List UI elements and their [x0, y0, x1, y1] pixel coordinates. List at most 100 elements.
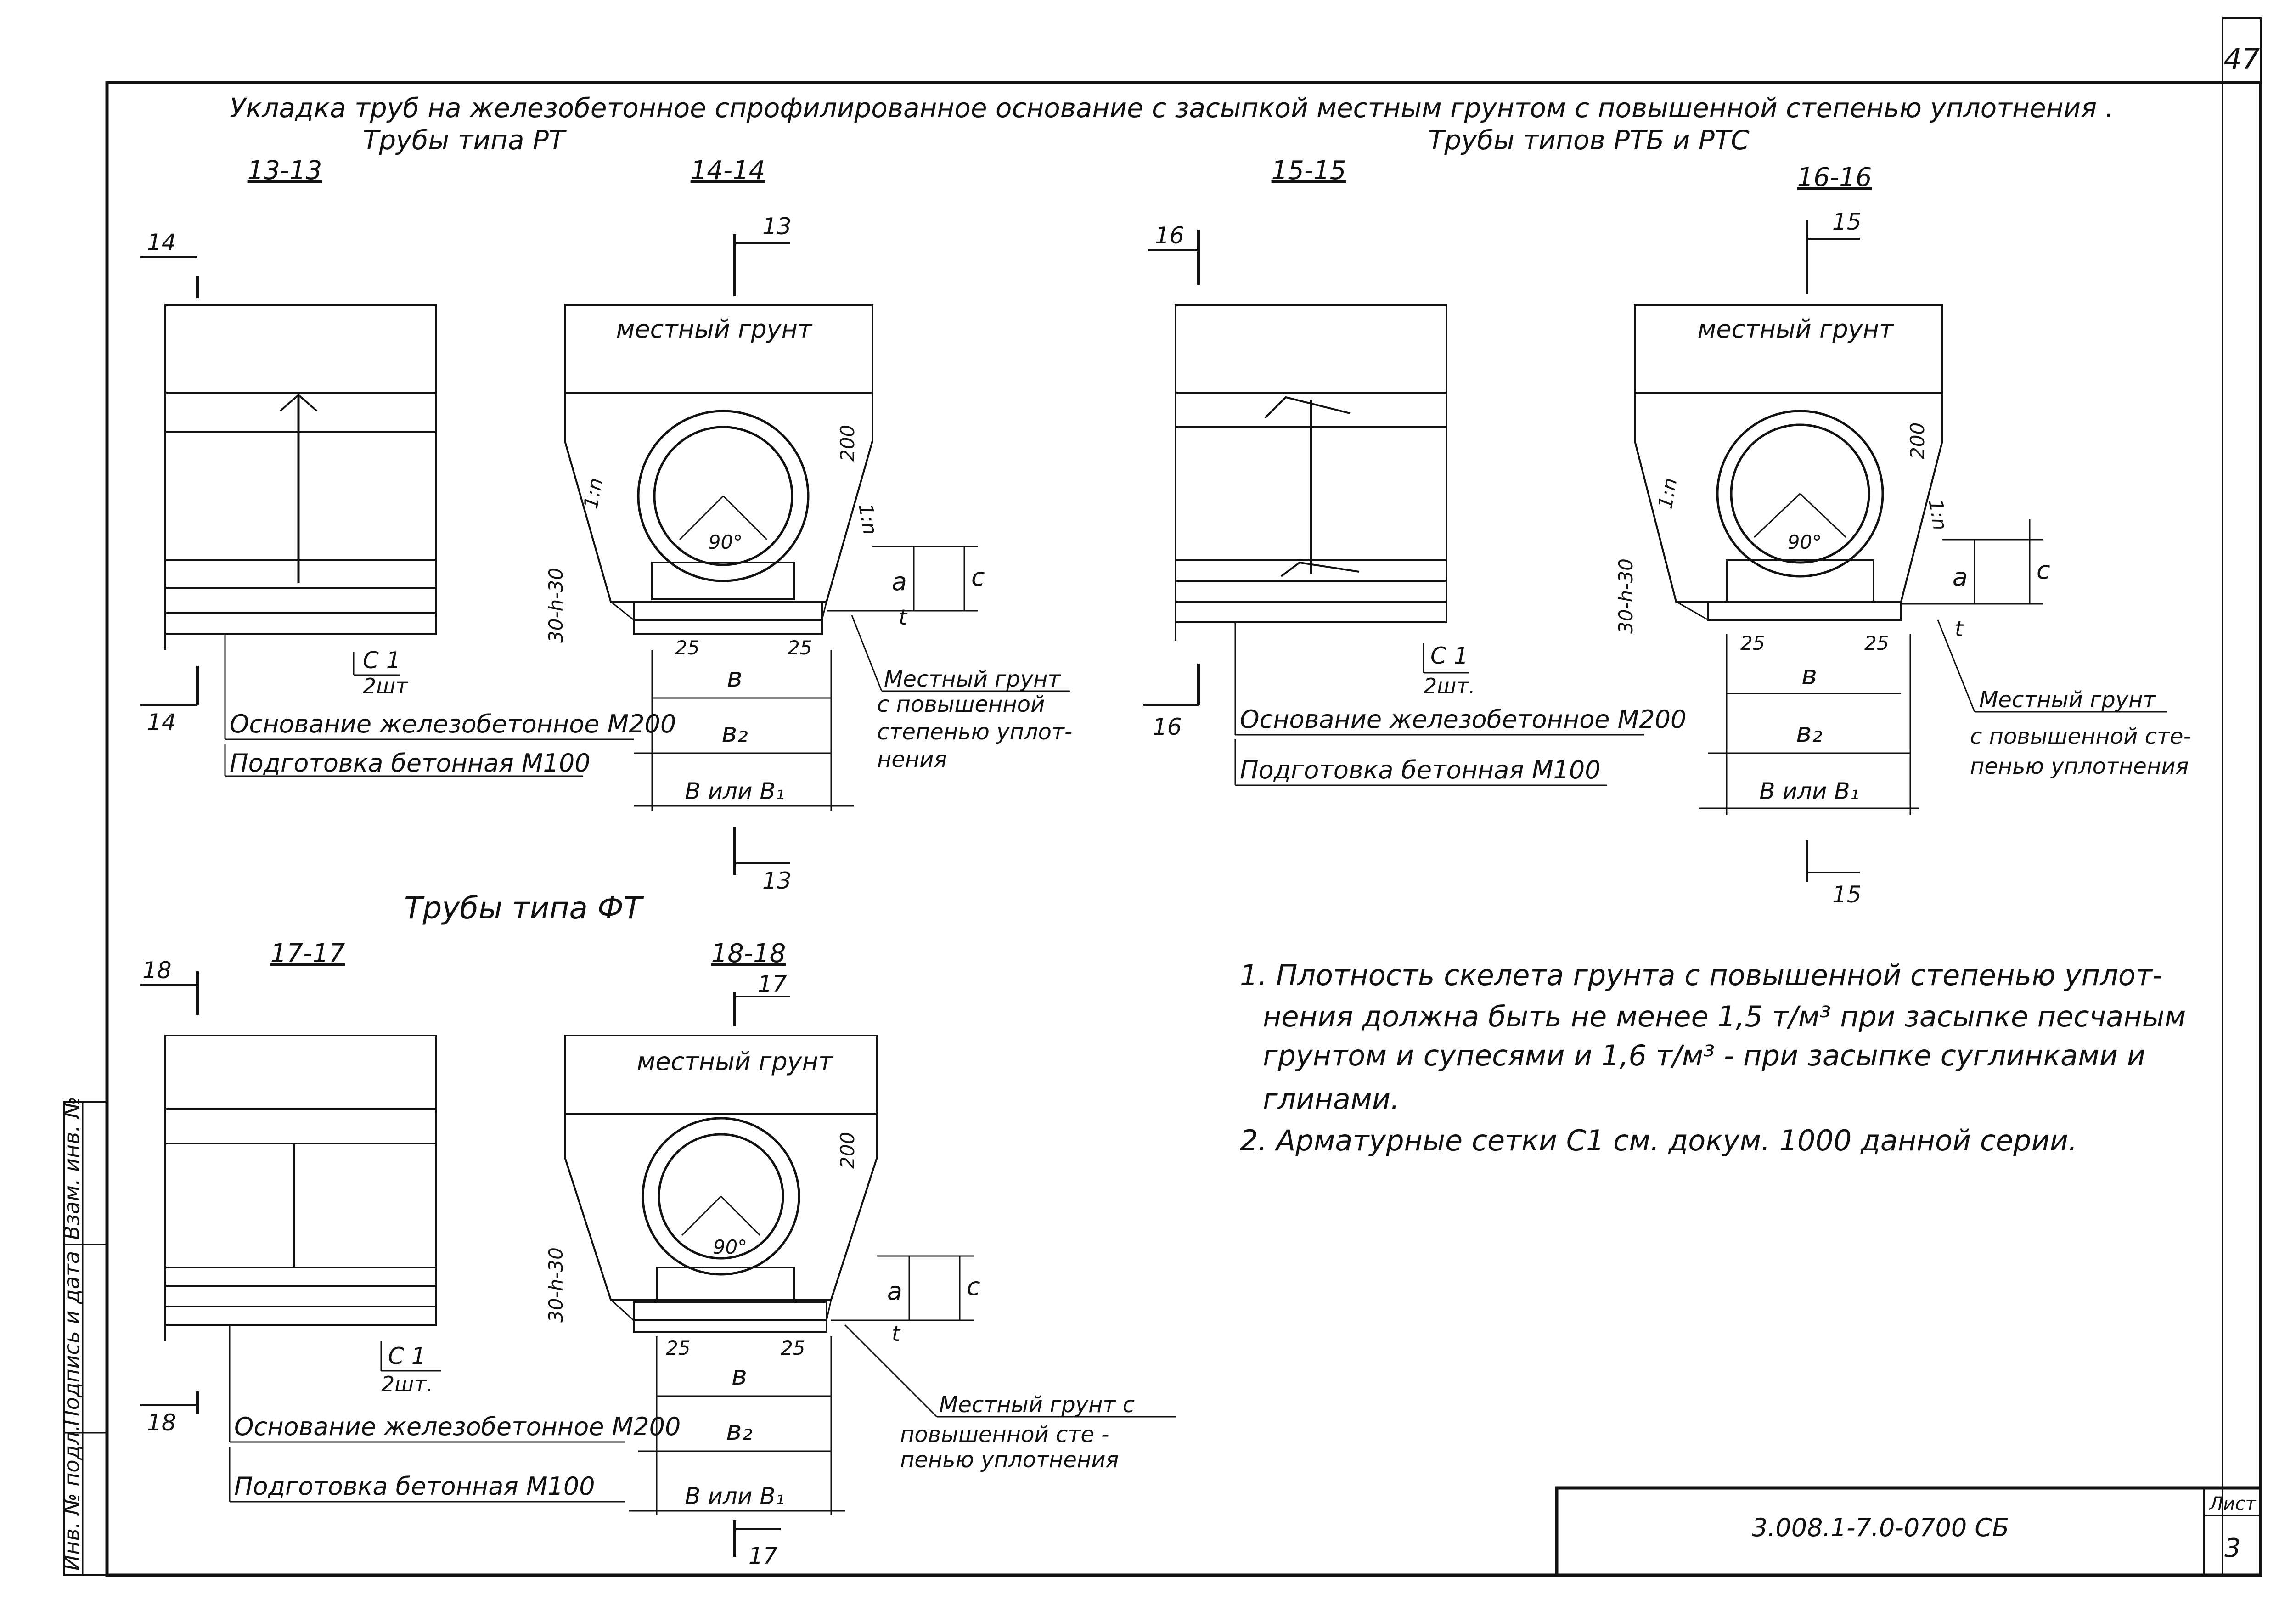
soil-callout-c-2: повышенной сте - [900, 1422, 1109, 1447]
sheet-label: Лист [2208, 1493, 2257, 1515]
cut-mark-13-top: 13 [762, 213, 792, 240]
h30-18: 30-h-30 [545, 1247, 567, 1323]
cross-section-14 [564, 304, 873, 635]
mesh-qty-13: 2шт [363, 674, 408, 698]
cut-mark-15-top: 15 [1832, 208, 1862, 235]
subtitle-rt: Трубы типа РТ [363, 124, 567, 156]
soil-callout-b-2: с повышенной сте- [1970, 724, 2191, 749]
cut-mark-17-top: 17 [758, 971, 787, 997]
base-label-17: Основание железобетонное М200 [234, 1412, 681, 1441]
soil-callout-b-1: Местный грунт [1979, 687, 2157, 713]
dim-b-16: в [1801, 659, 1817, 691]
mesh-label-15: С 1 [1430, 642, 1469, 669]
dim-t-14: t [899, 605, 908, 630]
dim-25-18-right: 25 [781, 1337, 805, 1359]
cut-mark-16-top: 16 [1155, 222, 1184, 249]
slope-16-left: 1:n [1654, 476, 1682, 511]
dim-25-14-left: 25 [675, 636, 699, 659]
side-stamp [63, 1101, 108, 1576]
note-1-line-1: 1. Плотность скелета грунта с повышенной… [1240, 958, 2162, 992]
slope-14-left: 1:n [580, 476, 607, 511]
prep-label-15: Подготовка бетонная М100 [1240, 755, 1601, 784]
soil-callout-a-4: нения [877, 747, 947, 772]
dim-200-14: 200 [836, 425, 859, 462]
stamp-sign: Подпись и дата [59, 1251, 84, 1426]
dim-200-16: 200 [1906, 422, 1929, 459]
title-block [1555, 1486, 2262, 1577]
subtitle-ft: Трубы типа ФТ [404, 890, 644, 926]
angle-18: 90° [713, 1236, 747, 1258]
h30-16: 30-h-30 [1615, 558, 1637, 634]
dim-a-16: a [1953, 563, 1968, 591]
subtitle-rtb-rtc: Трубы типов РТБ и РТС [1428, 124, 1750, 156]
prep-label-17: Подготовка бетонная М100 [234, 1472, 595, 1501]
section-17-title: 17-17 [270, 939, 345, 969]
note-2: 2. Арматурные сетки С1 см. докум. 1000 д… [1240, 1124, 2077, 1157]
mesh-qty-15: 2шт. [1424, 674, 1475, 698]
dim-c-18: c [967, 1272, 980, 1301]
angle-14: 90° [709, 531, 743, 553]
main-title: Укладка труб на железобетонное спрофилир… [230, 92, 2114, 124]
soil-label-18: местный грунт [637, 1047, 833, 1076]
angle-16: 90° [1788, 531, 1822, 553]
dim-b2-16: в₂ [1796, 717, 1822, 748]
mesh-qty-17: 2шт. [381, 1372, 433, 1397]
dim-c-14: c [971, 563, 985, 591]
dim-B-18: В или В₁ [685, 1483, 784, 1509]
cut-mark-14-top: 14 [147, 229, 176, 256]
soil-label-14: местный грунт [616, 315, 813, 344]
note-1-line-4: глинами. [1263, 1082, 1400, 1116]
cross-section-18 [564, 1035, 878, 1333]
dim-B-16: В или В₁ [1759, 778, 1859, 805]
dim-a-18: a [887, 1277, 902, 1306]
slope-14-right: 1:n [854, 502, 882, 536]
dim-25-18-left: 25 [666, 1337, 690, 1359]
soil-label-16: местный грунт [1698, 315, 1894, 344]
soil-callout-a-2: с повышенной [877, 692, 1045, 717]
soil-callout-a-3: степенью уплот- [877, 719, 1072, 745]
mesh-label-13: С 1 [363, 647, 401, 674]
dim-25-16-right: 25 [1864, 632, 1889, 654]
stamp-repl: Взам. инв. № [59, 1097, 84, 1240]
h30-14: 30-h-30 [545, 568, 567, 643]
dim-25-14-right: 25 [788, 636, 812, 659]
dim-b-18: в [732, 1360, 747, 1391]
dim-b-14: в [727, 662, 743, 693]
cut-mark-17-bottom: 17 [748, 1543, 778, 1569]
cut-mark-18-top: 18 [142, 957, 172, 984]
section-13-title: 13-13 [248, 156, 322, 186]
doc-code: 3.008.1-7.0-0700 СБ [1752, 1513, 2009, 1542]
dim-b2-18: в₂ [726, 1415, 752, 1446]
dim-200-18: 200 [836, 1132, 859, 1169]
dim-b2-14: в₂ [721, 717, 748, 748]
sheet-frame [105, 17, 2262, 1577]
cut-mark-14-bottom: 14 [147, 709, 176, 736]
note-1-line-2: нения должна быть не менее 1,5 т/м³ при … [1263, 1000, 2186, 1033]
soil-callout-c-3: пенью уплотнения [900, 1447, 1119, 1473]
section-14-title: 14-14 [691, 156, 765, 186]
cut-mark-18-bottom: 18 [147, 1409, 176, 1436]
cut-mark-16-bottom: 16 [1153, 714, 1182, 740]
soil-callout-a-1: Местный грунт [884, 666, 1062, 692]
stamp-inv: Инв. № подл. [59, 1425, 84, 1571]
page-number: 47 [2224, 42, 2260, 76]
longitudinal-section-15 [1175, 304, 1447, 641]
prep-label-13: Подготовка бетонная М100 [230, 749, 591, 777]
longitudinal-section-17 [164, 1035, 437, 1341]
sheet-no: 3 [2224, 1533, 2241, 1563]
dim-a-14: a [892, 567, 907, 596]
dim-B-14: В или В₁ [685, 778, 784, 805]
section-18-title: 18-18 [711, 939, 786, 969]
cut-mark-13-bottom: 13 [762, 867, 792, 894]
base-label-13: Основание железобетонное М200 [230, 710, 676, 738]
section-16-title: 16-16 [1797, 163, 1872, 192]
mesh-label-17: С 1 [388, 1343, 426, 1369]
section-15-title: 15-15 [1272, 156, 1346, 186]
dim-t-16: t [1955, 616, 1964, 641]
slope-16-right: 1:n [1924, 497, 1952, 532]
base-label-15: Основание железобетонное М200 [1240, 705, 1686, 734]
dim-c-16: c [2037, 556, 2050, 585]
longitudinal-section-13 [164, 304, 437, 650]
cross-section-16 [1634, 304, 1943, 621]
